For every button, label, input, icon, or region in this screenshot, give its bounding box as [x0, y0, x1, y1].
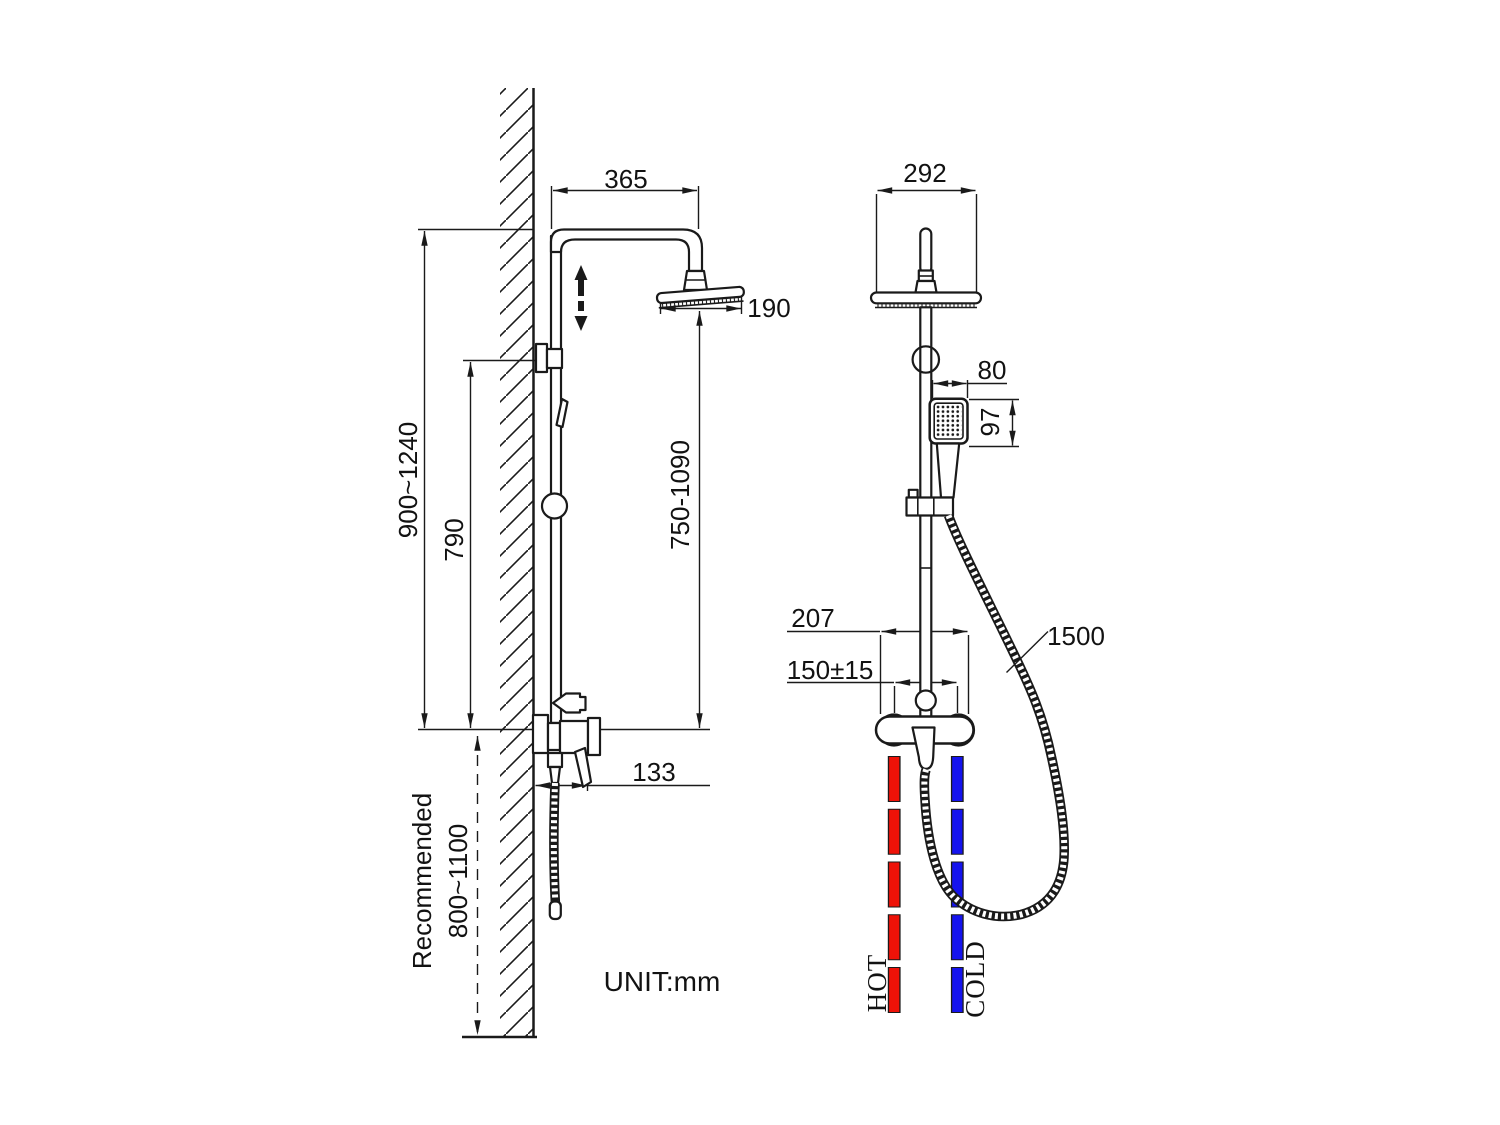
arrow-down-icon — [574, 316, 588, 331]
hose-end-cap — [548, 900, 562, 921]
rain-head-nozzles-side — [661, 296, 742, 308]
diverter-knob-front — [914, 689, 937, 712]
outlet-taper-side — [548, 765, 562, 785]
mixer-handle-front — [911, 726, 936, 770]
dim-label-rain-head-width-front: 292 — [903, 158, 946, 188]
dim-label-rain-head-width-side: 190 — [747, 293, 790, 323]
riser-pipe-side — [549, 234, 563, 725]
dim-label-hand-shower-width: 80 — [978, 355, 1007, 385]
mixer-wall-flange-side — [531, 713, 550, 755]
front-view — [787, 187, 1069, 1014]
rain-head-side — [655, 285, 745, 309]
label-recommended: Recommended — [407, 793, 437, 969]
labels: 365 190 900~1240 790 750-1090 133 Recomm… — [393, 158, 1105, 1018]
wall-bracket-plate-side — [534, 342, 549, 374]
mixer-handle-side — [573, 746, 593, 789]
hand-shower-face-rim — [933, 402, 964, 440]
rain-head-face-line — [658, 300, 744, 309]
hand-shower-handle — [935, 442, 961, 499]
rain-head-nozzles-front — [877, 302, 976, 308]
slider-bracket-tab — [907, 488, 919, 499]
dim-label-head-height-range: 750-1090 — [665, 440, 695, 550]
hose-side-coils — [550, 782, 559, 904]
extension-lines-front — [787, 194, 1019, 714]
dim-label-arm-projection: 365 — [604, 164, 647, 194]
slider-knob-side — [540, 492, 569, 520]
label-hot-inlet: HOT — [862, 954, 892, 1013]
mixer-endcap-side — [586, 716, 602, 757]
hand-shower-nozzles — [936, 405, 962, 437]
dim-label-riser-height-range: 900~1240 — [393, 422, 423, 538]
spout-side — [551, 692, 587, 714]
arm-flare-front — [914, 279, 938, 294]
wall-bracket-clamp-side — [545, 347, 564, 370]
dim-label-recommended-range: 800~1100 — [443, 824, 473, 938]
wall-hatching — [500, 88, 533, 1037]
handset-holder-side — [555, 397, 569, 429]
arrow-stem-dash — [578, 301, 584, 311]
label-cold-inlet: COLD — [960, 940, 990, 1018]
dim-label-bracket-height: 790 — [439, 518, 469, 561]
dim-label-hose-length: 1500 — [1047, 621, 1105, 651]
arrow-stem — [578, 280, 584, 296]
dim-label-spout-projection: 133 — [632, 757, 675, 787]
unit-note: UNIT:mm — [604, 966, 721, 997]
shower-hose-coils — [921, 514, 1068, 920]
mixer-neck-side — [546, 721, 562, 752]
rain-arm-front — [919, 227, 933, 275]
slider-bracket-front — [905, 496, 955, 517]
slider-ball-front — [911, 345, 941, 374]
rain-head-front — [869, 291, 983, 305]
arrow-up-icon — [574, 265, 588, 280]
hose-leader-line — [1006, 631, 1049, 673]
dim-label-hand-shower-height: 97 — [975, 408, 1005, 437]
dimension-lines-side — [421, 187, 741, 1035]
dim-label-mixer-width: 207 — [791, 603, 834, 633]
outlet-nut-side — [546, 751, 564, 769]
shower-arm-side — [549, 228, 704, 273]
side-view — [418, 88, 745, 1039]
height-adjust-arrow — [574, 265, 588, 331]
dim-label-inlet-spacing: 150±15 — [787, 655, 874, 685]
